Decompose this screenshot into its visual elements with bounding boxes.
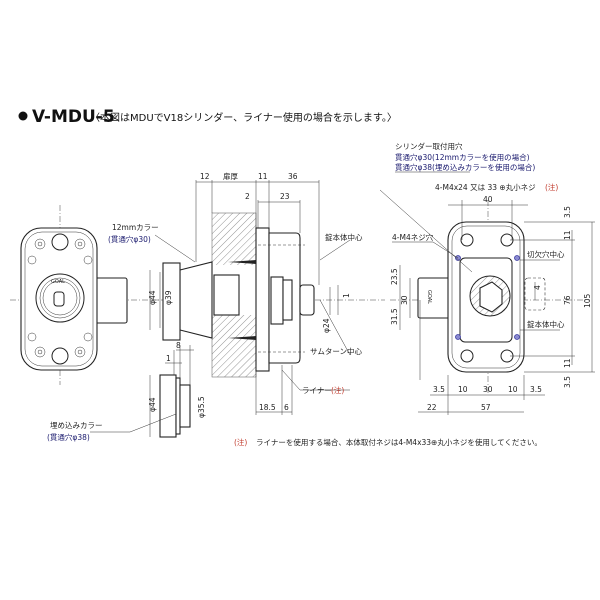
dim-57: 57 — [481, 403, 491, 412]
cylinder-hole-title: シリンダー取付用穴 — [395, 141, 463, 151]
dim-b-3-5-r: 3.5 — [530, 385, 542, 394]
front-view: GOAL — [10, 205, 160, 385]
rear-logo: GOAL — [426, 290, 432, 304]
dim-18-5: 18.5 — [259, 403, 276, 412]
dim-36: 36 — [288, 172, 298, 181]
dim-23-5: 23.5 — [390, 268, 399, 285]
rear-view: GOAL — [379, 141, 595, 415]
title-note: 〈本図はMDUでV18シリンダー、ライナー使用の場合を示します。〉 — [90, 111, 397, 124]
footnote-text: ライナーを使用する場合、本体取付ネジは4-M4x33⊕丸小ネジを使用してください… — [256, 437, 542, 447]
bullet-icon — [18, 111, 28, 121]
screw-spec-note: (注) — [545, 182, 558, 192]
collar-view: 8 1 φ44 φ35.5 埋め込みカラー (貫通穴φ38) — [47, 341, 206, 442]
screw-spec: 4-M4x24 又は 33 ⊕丸小ネジ — [435, 182, 536, 192]
dim-right-11-bottom: 11 — [563, 358, 572, 368]
cylinder-hole-38: 貫通穴φ38(埋め込みカラーを使用の場合) — [395, 162, 535, 172]
dim-phi39: φ39 — [164, 290, 173, 305]
dim-11: 11 — [258, 172, 268, 181]
dim-right-3-5-bottom: 3.5 — [563, 376, 572, 388]
dim-b-3-5-l: 3.5 — [433, 385, 445, 394]
cylinder-hole-30: 貫通穴φ30(12mmカラーを使用の場合) — [395, 152, 530, 162]
dim-6: 6 — [284, 403, 289, 412]
thumbturn-center-label: サムターン中心 — [310, 346, 362, 356]
embedded-collar-hole: (貫通穴φ38) — [47, 432, 90, 442]
rear-lock-center-label: 錠本体中心 — [527, 319, 565, 329]
dim-31-5: 31.5 — [390, 308, 399, 325]
front-logo: GOAL — [51, 279, 65, 285]
dim-1: 1 — [342, 293, 351, 298]
collar-12mm-label: 12mmカラー — [112, 223, 159, 232]
side-view: 12 扉厚 11 36 2 23 12mmカラー (貫通穴φ30) φ44 φ3… — [108, 171, 385, 415]
dim-phi24: φ24 — [322, 318, 331, 333]
dim-76: 76 — [563, 295, 572, 305]
dim-2: 2 — [245, 192, 250, 201]
liner-label: ライナー — [302, 386, 332, 395]
dim-30-left: 30 — [400, 295, 409, 305]
dim-8: 8 — [176, 341, 181, 350]
liner-note: (注) — [331, 385, 344, 395]
dim-b-10-l: 10 — [458, 385, 468, 394]
dim-b-10-r: 10 — [508, 385, 518, 394]
dim-105: 105 — [583, 293, 592, 308]
dim-40: 40 — [483, 195, 493, 204]
notch-center-label: 切欠穴中心 — [527, 249, 565, 259]
lock-center-label: 錠本体中心 — [325, 232, 363, 242]
dim-phi44: φ44 — [148, 290, 157, 305]
footnote-mark: (注) — [234, 437, 247, 447]
collar-hole-label: (貫通穴φ30) — [108, 234, 151, 244]
footnote: (注) ライナーを使用する場合、本体取付ネジは4-M4x33⊕丸小ネジを使用して… — [234, 437, 542, 447]
dim-right-3-5-top: 3.5 — [563, 206, 572, 218]
embedded-collar-label: 埋め込みカラー — [50, 420, 103, 430]
dim-4: 4 — [533, 285, 542, 290]
dim-right-11-top: 11 — [563, 230, 572, 240]
dim-collar-phi44: φ44 — [148, 397, 157, 412]
title: V-MDU-5 〈本図はMDUでV18シリンダー、ライナー使用の場合を示します。… — [18, 107, 397, 127]
m4-hole-label: 4-M4ネジ穴 — [392, 232, 434, 242]
dim-22: 22 — [427, 403, 437, 412]
dim-phi35-5: φ35.5 — [197, 396, 206, 418]
model-name: V-MDU-5 — [32, 107, 115, 127]
dim-12: 12 — [200, 172, 210, 181]
dim-23: 23 — [280, 192, 290, 201]
dim-1-collar: 1 — [166, 354, 171, 363]
dim-b-30: 30 — [483, 385, 493, 394]
dim-door-thickness: 扉厚 — [223, 171, 238, 181]
